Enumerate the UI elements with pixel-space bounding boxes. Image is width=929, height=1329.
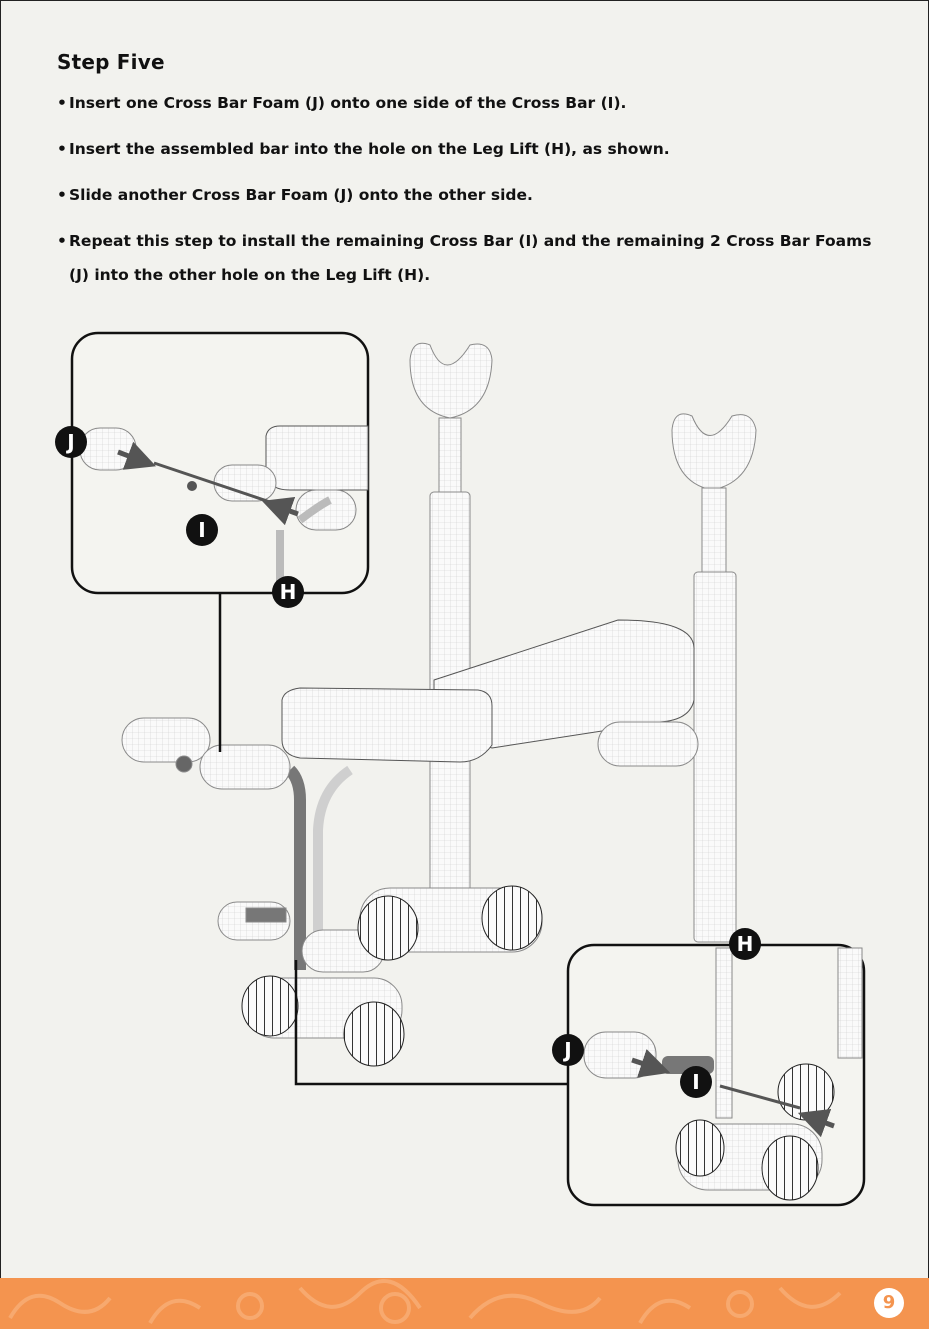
callout-h-bottom: H — [729, 928, 761, 960]
instruction-item: Insert the assembled bar into the hole o… — [57, 132, 877, 166]
page-number: 9 — [874, 1288, 904, 1318]
svg-text:H: H — [280, 580, 297, 604]
svg-text:J: J — [562, 1038, 571, 1062]
instruction-item: Insert one Cross Bar Foam (J) onto one s… — [57, 86, 877, 120]
detail-inset-top — [70, 331, 370, 595]
callout-i-bottom: I — [680, 1066, 712, 1098]
svg-text:J: J — [65, 430, 74, 454]
callout-j-bottom: J — [552, 1034, 584, 1066]
callout-j-top: J — [55, 426, 87, 458]
bench-illustration — [121, 342, 757, 1067]
svg-text:H: H — [737, 932, 754, 956]
instruction-item: Repeat this step to install the remainin… — [57, 224, 877, 292]
assembly-diagram: J I H H J I — [55, 331, 866, 1207]
instruction-list: Insert one Cross Bar Foam (J) onto one s… — [57, 86, 877, 304]
footer-band: 9 — [0, 1278, 929, 1329]
detail-inset-bottom — [566, 943, 866, 1207]
step-title: Step Five — [57, 50, 165, 74]
callout-h-top: H — [272, 576, 304, 608]
swirl-pattern — [8, 1279, 842, 1325]
instruction-item: Slide another Cross Bar Foam (J) onto th… — [57, 178, 877, 212]
svg-text:I: I — [198, 518, 205, 542]
leader-line-bottom — [294, 960, 568, 1086]
callout-i-top: I — [186, 514, 218, 546]
svg-text:I: I — [692, 1070, 699, 1094]
